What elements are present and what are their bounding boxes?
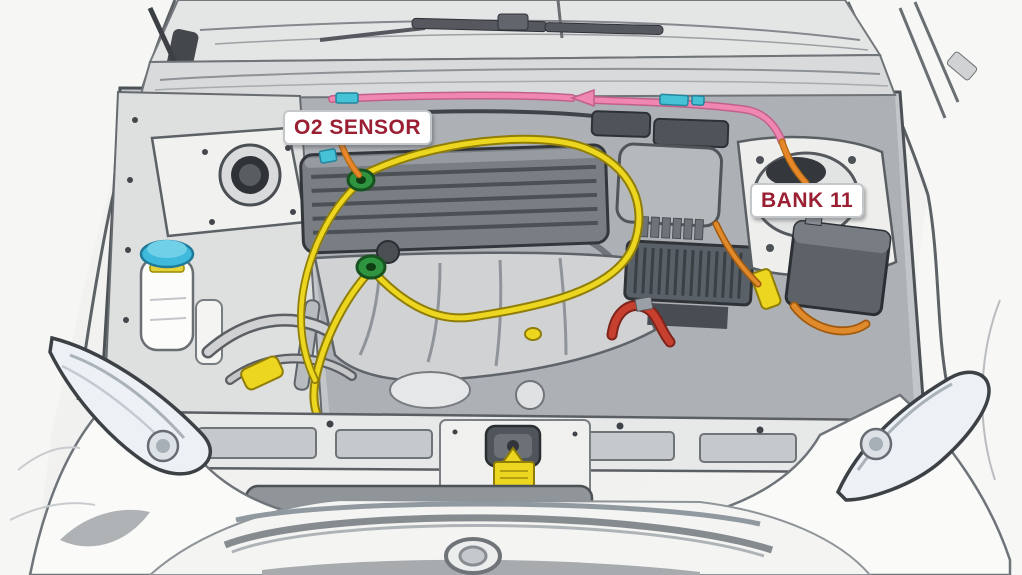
latch-yellow-tag xyxy=(493,446,535,489)
wiper-blade xyxy=(319,13,664,42)
cowl-panel xyxy=(138,53,897,100)
signal-wire-pink xyxy=(328,88,786,146)
signal-wire-orange-lead xyxy=(337,138,810,187)
battery-cable xyxy=(712,220,871,336)
brand-emblem xyxy=(444,537,502,575)
air-filter-box xyxy=(615,142,724,241)
battery-terminal-cover xyxy=(750,268,782,310)
o2-sensor-connector-upstream xyxy=(318,148,376,192)
coolant-reservoir xyxy=(139,239,223,365)
red-coolant-hose xyxy=(606,296,676,348)
o2-sensor-connector-downstream xyxy=(355,254,387,280)
hood-latch xyxy=(484,424,542,468)
right-headlight xyxy=(835,370,991,502)
left-headlight xyxy=(48,335,212,476)
ignition-coil xyxy=(240,355,284,391)
o2-sensor-callout: O2 SENSOR xyxy=(283,110,433,145)
left-strut-tower xyxy=(150,126,308,238)
bank-1-callout: BANK 11 xyxy=(750,183,865,218)
engine-cover-modules xyxy=(590,110,730,149)
